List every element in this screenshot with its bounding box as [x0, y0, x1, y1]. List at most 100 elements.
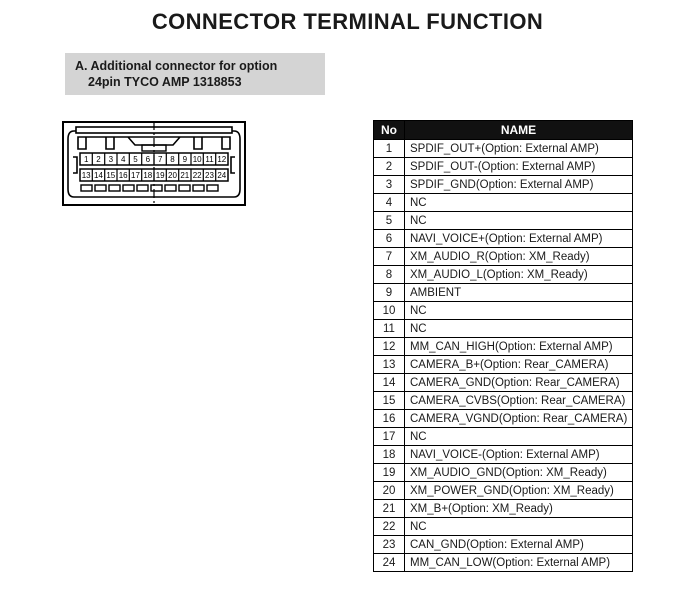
cell-pin-name: XM_AUDIO_L(Option: XM_Ready) — [404, 265, 633, 284]
pin-label-2: 2 — [96, 155, 101, 164]
cell-pin-no: 21 — [373, 499, 405, 518]
cell-pin-name: XM_AUDIO_GND(Option: XM_Ready) — [404, 463, 633, 482]
connector-latch-profile — [77, 136, 231, 150]
cell-pin-name: MM_CAN_HIGH(Option: External AMP) — [404, 337, 633, 356]
cell-pin-name: CAMERA_GND(Option: Rear_CAMERA) — [404, 373, 633, 392]
pin-label-20: 20 — [168, 171, 177, 180]
column-header-no: No — [373, 120, 405, 140]
cell-pin-name: XM_POWER_GND(Option: XM_Ready) — [404, 481, 633, 500]
cell-pin-no: 24 — [373, 553, 405, 572]
connector-diagram: 1 2 3 4 5 6 7 8 9 10 11 12 — [62, 121, 246, 206]
pin-label-6: 6 — [146, 155, 151, 164]
column-header-name: NAME — [404, 120, 633, 140]
table-header-row: No NAME — [373, 120, 633, 140]
caption-line-1: A. Additional connector for option — [75, 59, 278, 73]
connector-left-ear — [73, 156, 78, 174]
pin-label-4: 4 — [121, 155, 126, 164]
cell-pin-no: 8 — [373, 265, 405, 284]
cell-pin-name: NAVI_VOICE+(Option: External AMP) — [404, 229, 633, 248]
cell-pin-no: 16 — [373, 409, 405, 428]
connector-right-ear — [230, 156, 235, 174]
cell-pin-name: NC — [404, 517, 633, 536]
connector-drawing-svg: 1 2 3 4 5 6 7 8 9 10 11 12 — [62, 121, 246, 206]
cell-pin-no: 3 — [373, 175, 405, 194]
cell-pin-name: NC — [404, 319, 633, 338]
cell-pin-name: SPDIF_GND(Option: External AMP) — [404, 175, 633, 194]
cell-pin-no: 1 — [373, 139, 405, 158]
cell-pin-no: 18 — [373, 445, 405, 464]
pin-label-14: 14 — [94, 171, 103, 180]
cell-pin-no: 4 — [373, 193, 405, 212]
cell-pin-name: NAVI_VOICE-(Option: External AMP) — [404, 445, 633, 464]
cell-pin-no: 11 — [373, 319, 405, 338]
cell-pin-no: 19 — [373, 463, 405, 482]
cell-pin-no: 5 — [373, 211, 405, 230]
cell-pin-no: 9 — [373, 283, 405, 302]
cell-pin-name: XM_B+(Option: XM_Ready) — [404, 499, 633, 518]
connector-caption-box: A. Additional connector for option 24pin… — [65, 53, 325, 95]
pin-label-17: 17 — [131, 171, 140, 180]
pin-label-12: 12 — [217, 155, 226, 164]
pin-label-7: 7 — [158, 155, 163, 164]
pin-label-3: 3 — [109, 155, 114, 164]
pin-label-21: 21 — [180, 171, 189, 180]
cell-pin-no: 12 — [373, 337, 405, 356]
cell-pin-no: 17 — [373, 427, 405, 446]
cell-pin-no: 23 — [373, 535, 405, 554]
pin-label-18: 18 — [143, 171, 152, 180]
cell-pin-no: 10 — [373, 301, 405, 320]
cell-pin-no: 22 — [373, 517, 405, 536]
page-title: CONNECTOR TERMINAL FUNCTION — [151, 9, 544, 34]
pin-label-15: 15 — [106, 171, 115, 180]
pin-label-19: 19 — [156, 171, 165, 180]
cell-pin-name: NC — [404, 211, 633, 230]
cell-pin-name: NC — [404, 193, 633, 212]
pin-label-10: 10 — [193, 155, 202, 164]
cell-pin-name: CAN_GND(Option: External AMP) — [404, 535, 633, 554]
cell-pin-name: SPDIF_OUT-(Option: External AMP) — [404, 157, 633, 176]
pin-label-9: 9 — [183, 155, 188, 164]
pin-label-24: 24 — [217, 171, 226, 180]
cell-pin-name: NC — [404, 301, 633, 320]
pin-row-top: 1 2 3 4 5 6 7 8 9 10 11 12 — [79, 152, 229, 166]
pin-label-23: 23 — [205, 171, 214, 180]
cell-pin-name: MM_CAN_LOW(Option: External AMP) — [404, 553, 633, 572]
pin-label-13: 13 — [82, 171, 91, 180]
cell-pin-name: NC — [404, 427, 633, 446]
cell-pin-name: CAMERA_VGND(Option: Rear_CAMERA) — [404, 409, 633, 428]
cell-pin-no: 14 — [373, 373, 405, 392]
pin-label-1: 1 — [84, 155, 89, 164]
cell-pin-no: 13 — [373, 355, 405, 374]
connector-inner-shell — [67, 130, 241, 198]
cell-pin-no: 6 — [373, 229, 405, 248]
cell-pin-name: SPDIF_OUT+(Option: External AMP) — [404, 139, 633, 158]
pin-label-5: 5 — [133, 155, 138, 164]
pin-label-8: 8 — [170, 155, 175, 164]
caption-line-2: 24pin TYCO AMP 1318853 — [88, 75, 242, 89]
cell-pin-name: CAMERA_B+(Option: Rear_CAMERA) — [404, 355, 633, 374]
pin-label-11: 11 — [205, 155, 214, 164]
